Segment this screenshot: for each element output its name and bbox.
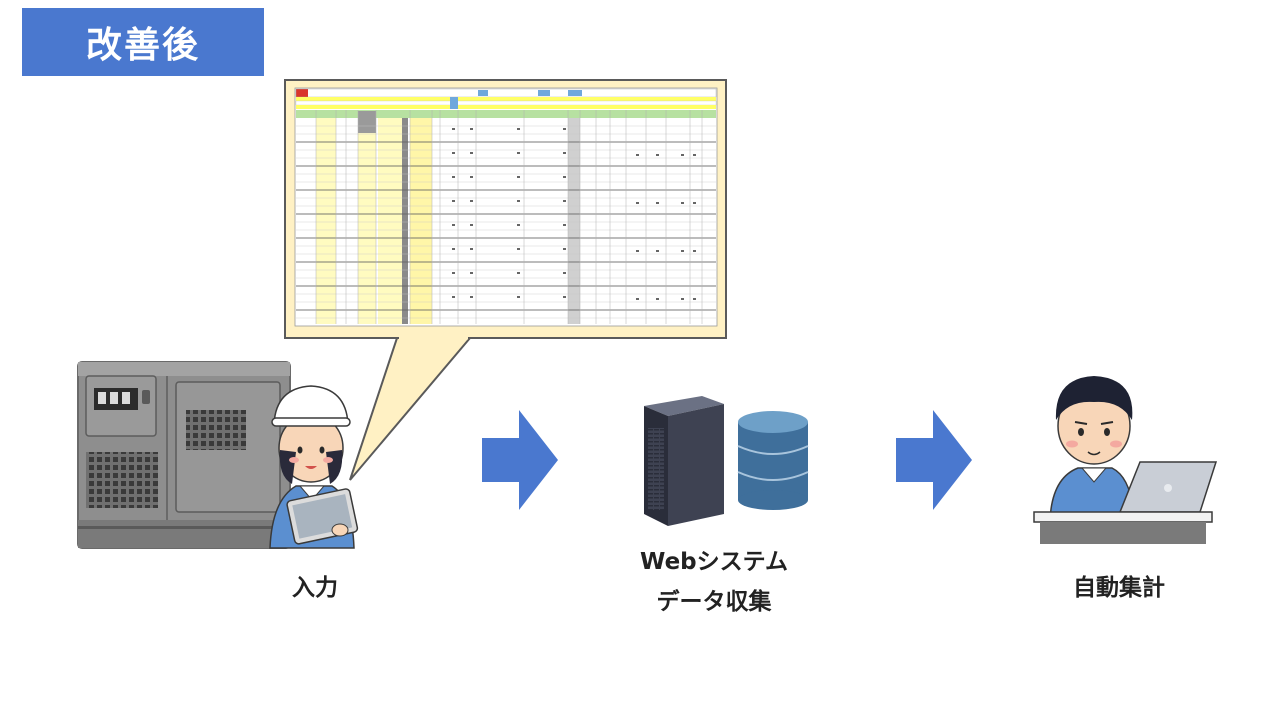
generator-icon: [77, 361, 291, 549]
step-aggregation-label: 自動集計: [1040, 568, 1198, 608]
database-icon: [737, 411, 809, 510]
office-worker-laptop-icon: [1033, 376, 1218, 544]
step-web-system-line2: データ収集: [656, 589, 772, 615]
arrow-right-icon: [482, 410, 558, 510]
step-web-system-label: Webシステム データ収集: [614, 542, 814, 622]
step-aggregation-text: 自動集計: [1073, 575, 1165, 601]
title-banner: 改善後: [22, 8, 264, 76]
step-input-text: 入力: [292, 575, 338, 601]
arrow-right-icon: [896, 410, 972, 510]
worker-tablet-icon: ↓ ↑: [269, 385, 359, 549]
title-text: 改善後: [85, 25, 200, 66]
step-web-system-line1: Webシステム: [640, 549, 788, 575]
server-icon: [644, 396, 724, 526]
spreadsheet-thumbnail: [294, 87, 718, 327]
step-input-label: 入力: [260, 568, 370, 608]
